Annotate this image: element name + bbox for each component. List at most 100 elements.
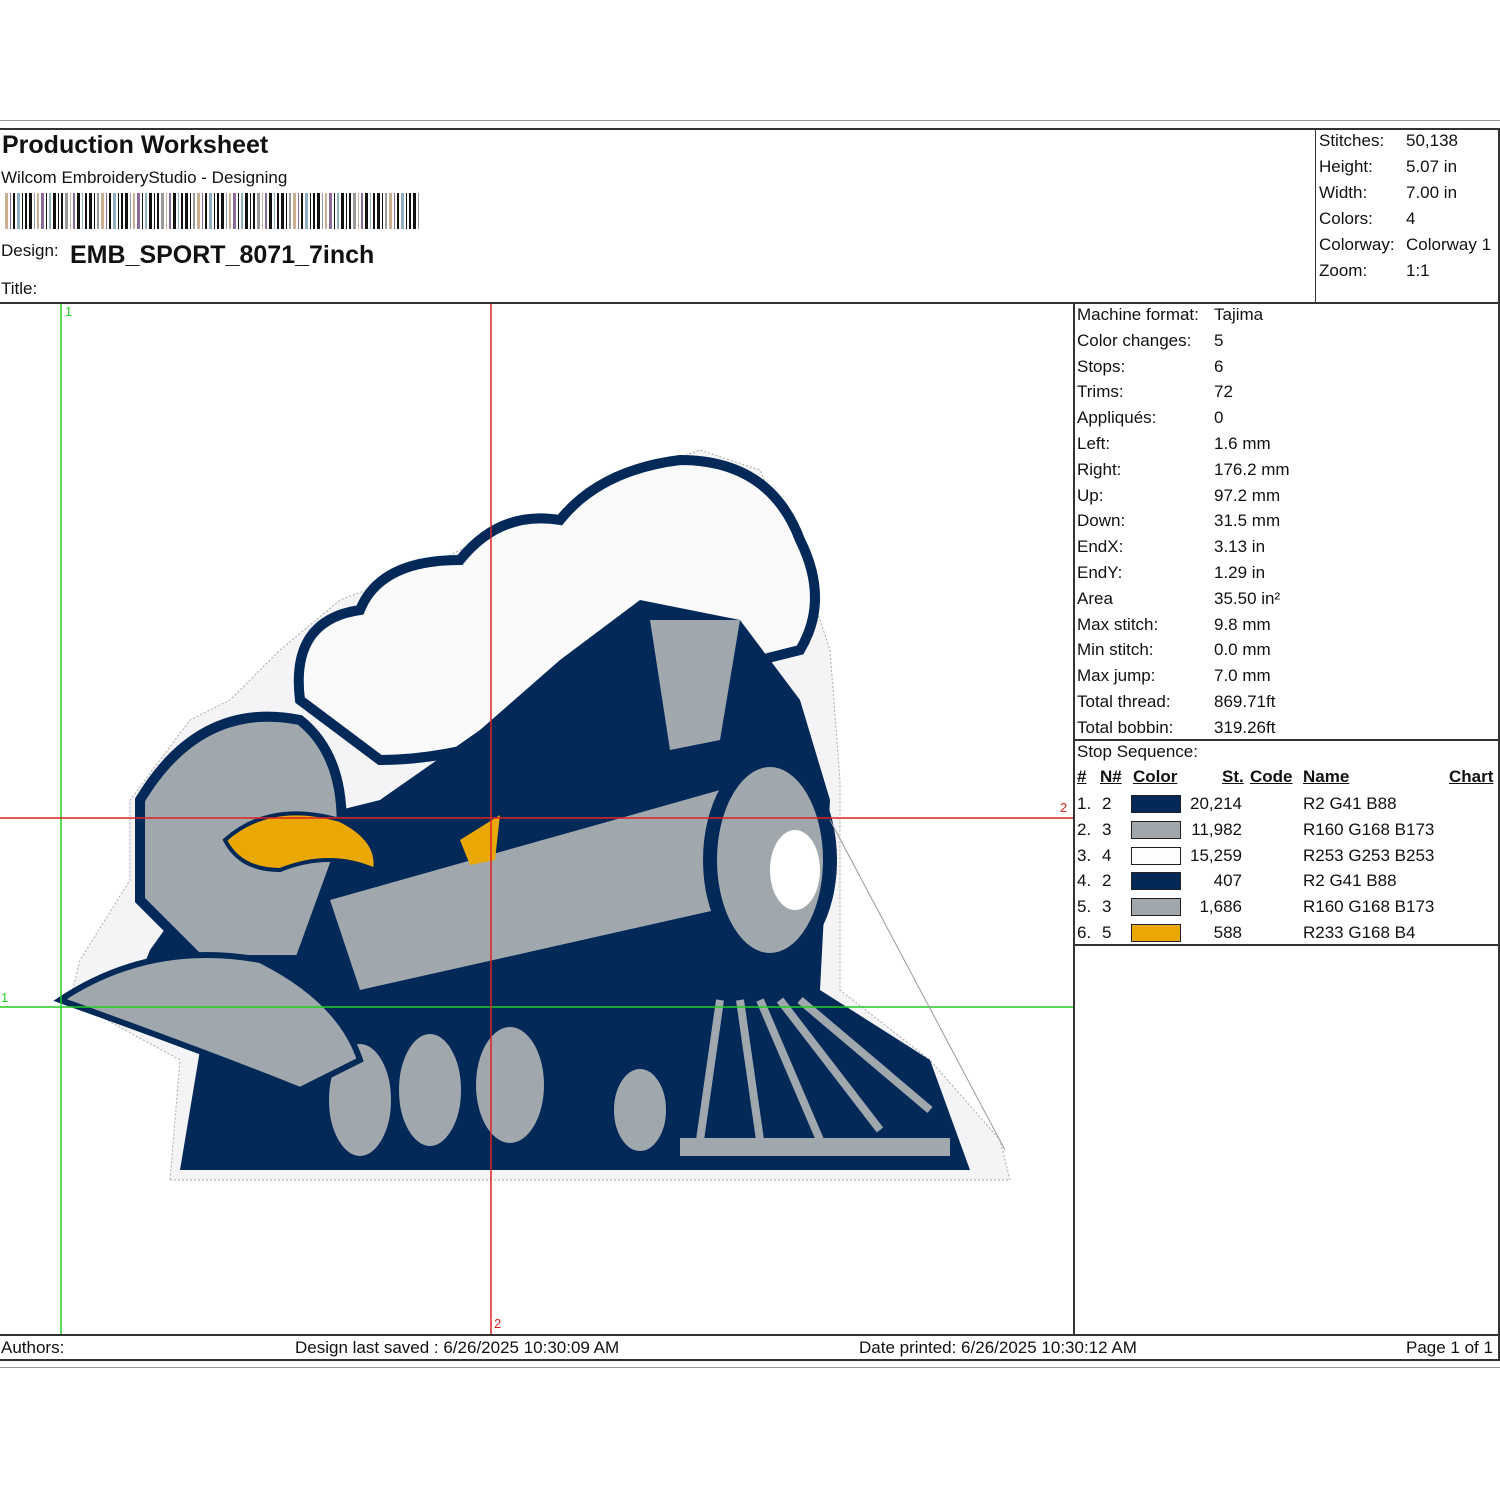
barcode-bar — [313, 193, 315, 229]
barcode-bar — [145, 193, 147, 229]
barcode-bar — [25, 193, 27, 229]
stat-value: 35.50 in² — [1214, 588, 1281, 608]
barcode-bar — [286, 193, 287, 229]
sequence-num: 5. — [1077, 897, 1092, 917]
red-guide-label-bottom: 2 — [494, 1316, 502, 1331]
barcode-bar — [181, 193, 183, 229]
summary-label: Stitches: — [1319, 131, 1385, 150]
last-saved: Design last saved : 6/26/2025 10:30:09 A… — [295, 1338, 620, 1357]
barcode-bar — [322, 193, 323, 229]
barcode-bar — [193, 193, 195, 229]
col-needle: N# — [1100, 767, 1122, 786]
barcode-bar — [53, 193, 56, 229]
stat-label: Max stitch: — [1077, 614, 1159, 634]
barcode-bar — [281, 193, 284, 229]
sequence-stitches: 588 — [1213, 923, 1242, 942]
barcode-bar — [190, 193, 191, 229]
sequence-needle: 3 — [1102, 819, 1112, 839]
software-name: Wilcom EmbroideryStudio - Designing — [1, 168, 288, 187]
sequence-stitches: 1,686 — [1199, 897, 1242, 917]
barcode-bar — [101, 193, 104, 229]
barcode-bar — [82, 193, 83, 229]
barcode-bar — [97, 193, 99, 229]
barcode-bar — [241, 193, 243, 229]
color-swatch — [1131, 795, 1181, 813]
stat-value: 31.5 mm — [1214, 511, 1281, 531]
sequence-needle: 2 — [1102, 794, 1112, 813]
barcode-bar — [325, 193, 327, 229]
sequence-color-name: R2 G41 B88 — [1303, 871, 1397, 891]
stat-value: 97.2 mm — [1214, 485, 1281, 505]
barcode-bar — [269, 193, 272, 229]
barcode-bar — [329, 193, 332, 229]
barcode-bar — [121, 193, 123, 229]
barcode-bar — [382, 193, 383, 229]
stat-label: Color changes: — [1077, 330, 1192, 350]
summary-value: Colorway 1 — [1406, 235, 1492, 254]
barcode-bar — [10, 193, 11, 229]
col-chart: Chart — [1449, 767, 1494, 786]
red-guide-label-right: 2 — [1060, 800, 1068, 815]
summary-label: Zoom: — [1319, 261, 1368, 280]
sequence-needle: 4 — [1102, 845, 1112, 865]
color-swatch — [1131, 846, 1181, 865]
barcode-bar — [205, 193, 207, 229]
barcode-bar — [334, 193, 335, 229]
barcode-bar — [37, 193, 39, 229]
summary-divider — [1315, 129, 1316, 303]
barcode-bar — [133, 193, 135, 229]
sequence-color-name: R2 G41 B88 — [1303, 794, 1397, 813]
sequence-num: 1. — [1077, 794, 1092, 813]
barcode-bar — [109, 193, 111, 229]
stat-label: Trims: — [1077, 382, 1124, 402]
stat-value: 1.6 mm — [1214, 434, 1271, 453]
barcode-bar — [293, 193, 296, 229]
bottom-border-light — [0, 1367, 1500, 1368]
barcode-bar — [125, 193, 128, 229]
barcode-bar — [394, 193, 395, 229]
barcode-bar — [346, 193, 347, 229]
summary-value: 50,138 — [1406, 131, 1458, 150]
sequence-needle: 3 — [1102, 897, 1112, 917]
sequence-color-name: R253 G253 B253 — [1303, 845, 1435, 865]
stat-value: 869.71ft — [1214, 692, 1276, 711]
stat-label: Machine format: — [1077, 305, 1199, 324]
stat-value: Tajima — [1214, 305, 1264, 324]
sequence-color-name: R233 G168 B4 — [1303, 923, 1416, 942]
barcode-bar — [353, 193, 356, 229]
green-guide-label-top: 1 — [65, 304, 73, 319]
barcode-bar — [89, 193, 92, 229]
color-swatch — [1131, 898, 1181, 917]
top-border — [0, 128, 1500, 130]
barcode-bar — [413, 193, 416, 229]
barcode-bar — [209, 193, 212, 229]
barcode-bar — [361, 193, 363, 229]
stat-label: Appliqués: — [1077, 408, 1157, 428]
barcode-bar — [29, 193, 32, 229]
barcode-bar — [17, 193, 20, 229]
sequence-color-name: R160 G168 B173 — [1303, 897, 1435, 917]
color-swatch — [1131, 872, 1181, 891]
barcode-bar — [238, 193, 239, 229]
stat-value: 319.26ft — [1214, 717, 1276, 737]
panel-divider — [1073, 303, 1075, 1335]
barcode-bar — [305, 193, 308, 229]
barcode-bar — [13, 193, 15, 229]
summary-value: 1:1 — [1406, 261, 1430, 280]
sequence-num: 2. — [1077, 819, 1092, 839]
summary-label: Colors: — [1319, 209, 1373, 228]
stat-label: Min stitch: — [1077, 640, 1154, 660]
barcode-bar — [202, 193, 203, 229]
barcode-bar — [257, 193, 260, 229]
barcode-bar — [370, 193, 371, 229]
barcode-bar — [118, 193, 119, 229]
barcode-bar — [113, 193, 116, 229]
stat-value: 1.29 in — [1214, 563, 1266, 582]
color-swatch — [1131, 924, 1181, 942]
barcode-bar — [65, 193, 68, 229]
sequence-num: 6. — [1077, 923, 1092, 942]
barcode-bar — [217, 193, 219, 229]
footer-divider — [0, 1334, 1500, 1336]
barcode-bar — [61, 193, 63, 229]
barcode-bar — [41, 193, 44, 229]
